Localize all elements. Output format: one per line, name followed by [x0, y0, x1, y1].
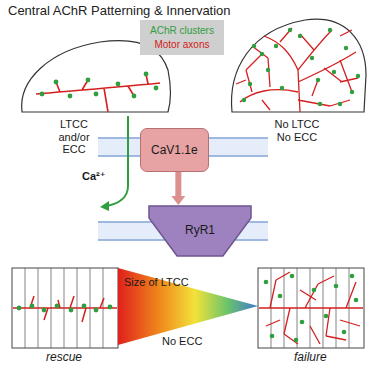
node-text: AChR clusters — [150, 24, 214, 38]
receptor-trapezoid: RyR1 — [148, 205, 252, 257]
calcium-arrow — [100, 116, 128, 211]
muscle-fibers-failure — [258, 268, 364, 348]
size-wedge — [118, 268, 258, 345]
outcome-label: failure — [292, 351, 329, 365]
channel-box: CaV1.1e — [140, 128, 209, 172]
legend-box: AChR clustersMotor axons — [140, 20, 224, 55]
muscle-outline-right — [232, 19, 366, 112]
node-text: RyR1 — [148, 223, 252, 237]
gradient-label: Size of LTCC — [124, 276, 189, 289]
node-text: CaV1.1e — [151, 143, 198, 157]
condition-label: LTCC and/or ECC — [52, 118, 96, 156]
ion-label: Ca²⁺ — [82, 170, 106, 183]
node-text: Motor axons — [150, 38, 214, 52]
outcome-label: rescue — [44, 351, 84, 365]
receptor-outline — [149, 206, 251, 256]
title: Central AChR Patterning & Innervation — [8, 4, 231, 19]
muscle-fibers-rescue — [12, 268, 118, 348]
connector-line — [175, 172, 181, 196]
condition-label: No LTCC No ECC — [268, 118, 326, 143]
connector — [171, 172, 185, 205]
arrowhead — [171, 196, 185, 205]
gradient-label: No ECC — [162, 335, 202, 348]
